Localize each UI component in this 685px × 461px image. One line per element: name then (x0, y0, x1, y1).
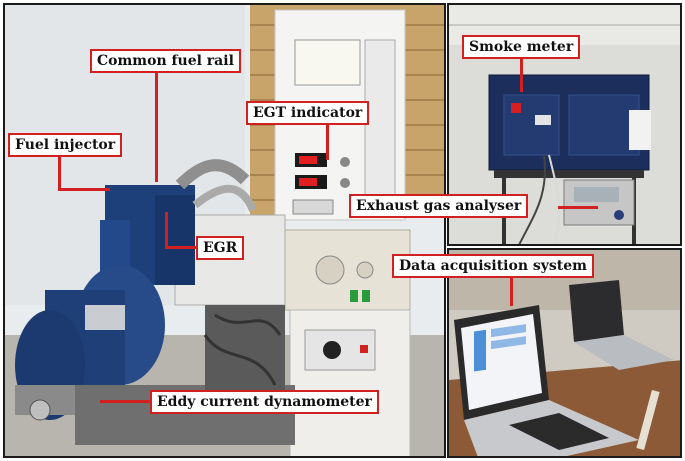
leader-common-fuel-rail (155, 72, 158, 182)
leader-fuel-injector-h (58, 188, 110, 191)
leader-data-acquisition-system (510, 276, 513, 306)
label-fuel-injector: Fuel injector (8, 133, 123, 157)
label-eddy-current-dynamometer: Eddy current dynamometer (150, 390, 379, 414)
data-acquisition-drawing (449, 250, 680, 456)
label-exhaust-gas-analyser: Exhaust gas analyser (349, 194, 529, 218)
label-smoke-meter: Smoke meter (462, 35, 581, 59)
label-common-fuel-rail: Common fuel rail (90, 49, 241, 73)
leader-eddy-current-dynamometer (100, 400, 152, 403)
leader-egr-h (165, 246, 197, 249)
leader-exhaust-gas-analyser (558, 206, 598, 209)
leader-fuel-injector-v (58, 154, 61, 190)
leader-egt-indicator (326, 120, 329, 160)
label-egr: EGR (196, 236, 245, 260)
leader-smoke-meter (520, 58, 523, 92)
leader-egr-v (165, 212, 168, 248)
label-data-acquisition-system: Data acquisition system (392, 254, 594, 278)
data-acquisition-photo (447, 248, 682, 458)
label-egt-indicator: EGT indicator (246, 101, 370, 125)
